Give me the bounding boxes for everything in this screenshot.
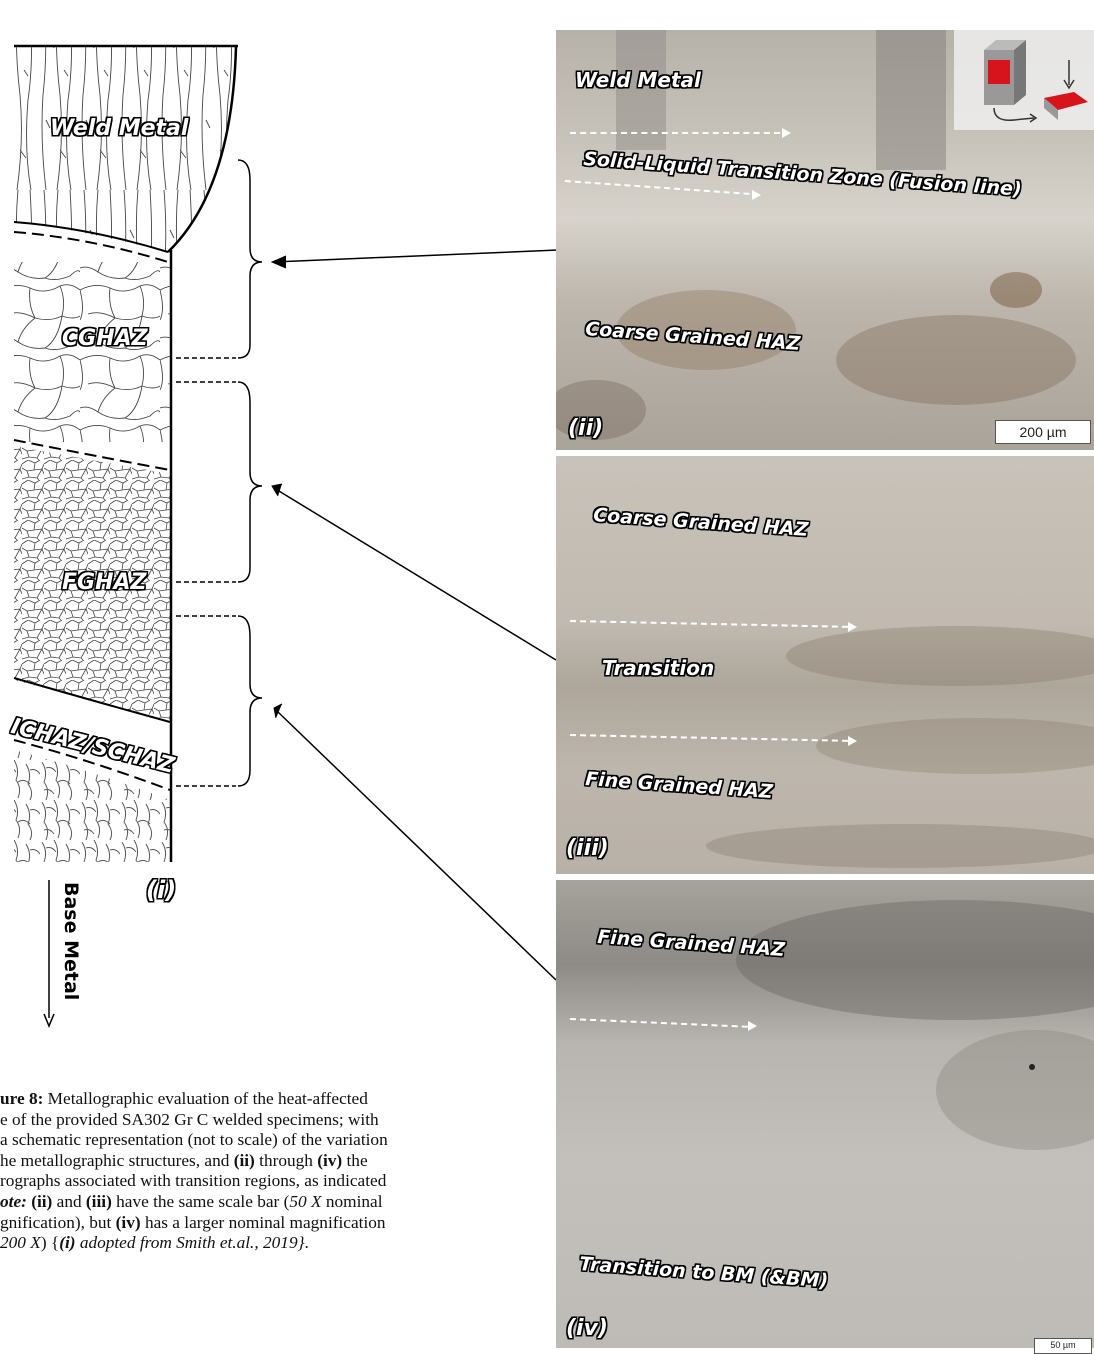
caption-text: through [255,1151,317,1170]
caption-ref: (i) [59,1233,75,1252]
caption-ref: (iv) [116,1213,141,1232]
caption-text: Metallographic evaluation of the heat-af… [43,1089,368,1108]
zone-label-weld-metal: Weld Metal [50,118,188,140]
caption-ref: (iii) [86,1192,112,1211]
caption-text: nominal [322,1192,383,1211]
caption-note: ote: [0,1192,27,1211]
zone-label-fghaz: FGHAZ [62,572,146,594]
base-metal-label: Base Metal [60,882,82,1000]
ii-weld-metal-label: Weld Metal [575,70,701,90]
caption-citation: adopted from Smith et.al., 2019} [76,1233,305,1252]
caption-line-1: ure 8: Metallographic evaluation of the … [0,1089,550,1110]
figure-caption: ure 8: Metallographic evaluation of the … [0,1089,550,1254]
base-metal-arrow [40,878,60,1028]
panel-label-iv: (iv) [566,1318,608,1340]
caption-line-7: gnification), but (iv) has a larger nomi… [0,1213,550,1234]
caption-line-8: 200 X) {(i) adopted from Smith et.al., 2… [0,1233,550,1254]
iii-transition-label: Transition [602,658,714,678]
connector-arrow-iv [260,690,560,990]
ii-arrowhead-2 [752,190,761,200]
caption-text: and [52,1192,86,1211]
caption-text: ) { [41,1233,59,1252]
caption-line-4: he metallographic structures, and (ii) t… [0,1151,550,1172]
caption-text: a schematic representation (not to scale… [0,1130,388,1149]
ii-scale-bar: 200 µm [995,420,1091,444]
caption-text: have the same scale bar ( [112,1192,290,1211]
caption-magnification: 50 X [289,1192,321,1211]
micrograph-ii [556,30,1094,450]
panel-label-iii: (iii) [566,838,609,860]
caption-text: gnification), but [0,1213,116,1232]
panel-label-i: (i) [146,878,176,902]
zone-label-cghaz: CGHAZ [62,328,148,350]
caption-text: has a larger nominal magnification [141,1213,386,1232]
caption-text: e of the provided SA302 Gr C welded spec… [0,1110,379,1129]
iv-arrowhead-1 [748,1021,757,1031]
caption-ref: (iv) [317,1151,342,1170]
iv-scale-bar: 50 µm [1034,1338,1092,1354]
iii-arrowhead-1 [848,622,857,632]
caption-line-2: e of the provided SA302 Gr C welded spec… [0,1110,550,1131]
caption-text: rographs associated with transition regi… [0,1171,386,1190]
connector-arrows [260,240,560,680]
caption-line-3: a schematic representation (not to scale… [0,1130,550,1151]
caption-ref: (ii) [234,1151,255,1170]
specimen-orientation-icon [954,30,1094,130]
caption-line-6: ote: (ii) and (iii) have the same scale … [0,1192,550,1213]
panel-label-ii: (ii) [568,418,603,440]
iii-arrowhead-2 [848,736,857,746]
caption-figure-number: ure 8: [0,1089,43,1108]
caption-text: he metallographic structures, and [0,1151,234,1170]
ii-arrow-1 [570,132,780,134]
caption-ref: (ii) [31,1192,52,1211]
caption-line-5: rographs associated with transition regi… [0,1171,550,1192]
caption-text: . [305,1233,309,1252]
caption-text: the [342,1151,367,1170]
caption-magnification: 200 X [0,1233,41,1252]
ii-arrowhead-1 [782,128,791,138]
